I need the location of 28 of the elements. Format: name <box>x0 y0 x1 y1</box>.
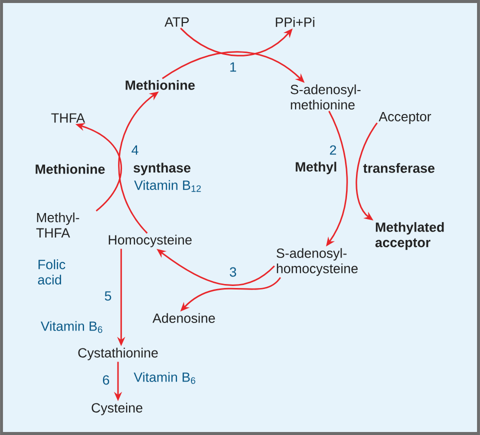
enzyme-label: Methyl <box>296 162 336 174</box>
bold-label: Methylated acceptor <box>375 222 444 250</box>
metabolite-label: Acceptor <box>378 112 432 124</box>
enzyme-label: transferase <box>363 163 434 173</box>
step-number: 2 <box>330 145 336 155</box>
cofactor-label: Vitamin B$_{6}$ <box>134 372 196 384</box>
step-number: 5 <box>104 291 112 301</box>
metabolite-label: S-adenosyl- homocysteine <box>276 248 358 276</box>
metabolite-label: Homocysteine <box>108 234 192 248</box>
step-number: 1 <box>230 62 236 72</box>
cofactor-label: Vitamin B$_{12}$ <box>134 180 201 192</box>
step-number: 3 <box>230 267 236 277</box>
metabolite-label: PPi+Pi <box>276 17 314 27</box>
arrow <box>356 122 378 220</box>
step-number: 6 <box>102 375 110 385</box>
metabolite-label: S-adenosyl- methionine <box>290 84 361 110</box>
bold-label: Methionine <box>126 80 195 90</box>
enzyme-label: Methionine <box>36 164 105 174</box>
cofactor-label: Folic acid <box>38 259 66 285</box>
enzyme-label: synthase <box>134 162 190 176</box>
cofactor-label: Vitamin B$_{6}$ <box>40 321 102 333</box>
step-number: 4 <box>132 145 138 155</box>
metabolite-label: Cysteine <box>92 402 142 416</box>
metabolite-label: ATP <box>164 17 189 27</box>
metabolite-label: Methyl- THFA <box>36 212 80 238</box>
metabolite-label: Adenosine <box>152 313 215 323</box>
metabolite-label: THFA <box>51 113 86 123</box>
metabolite-label: Cystathionine <box>78 348 158 360</box>
